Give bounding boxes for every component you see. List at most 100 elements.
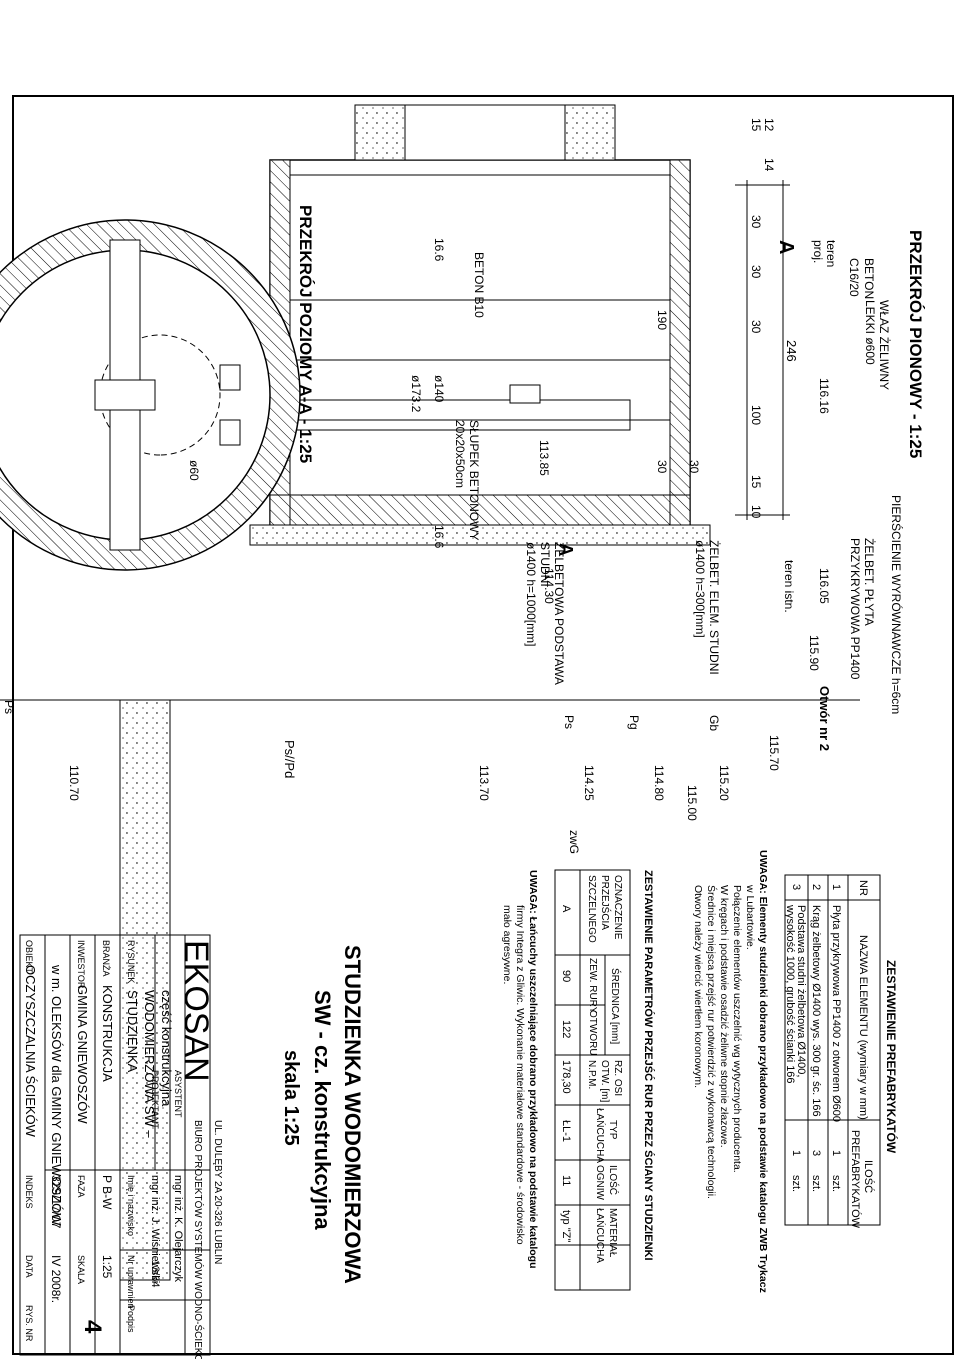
label-podstawa-c: ø1400 h=1000[mm] [524, 542, 538, 646]
prefab-r1-name: Płyta przykrywowa PP1400 z otworem Ø600 [830, 905, 842, 1122]
profile-zwg: zwG [567, 830, 581, 854]
dim-173: ø173.2 [409, 375, 423, 413]
section-marker-a2: A [775, 240, 797, 254]
tb-obiekt-l: OBIEKT [24, 940, 34, 974]
note1-line6: Otwory należy wiercić wiertłem koronowym… [692, 885, 704, 1088]
level-115-90: 115.90 [807, 635, 821, 671]
pass-h1c: SZCZELNEGO [586, 875, 597, 943]
title-block [19, 934, 211, 1356]
pass-h5a: ILOŚĆ [607, 1165, 620, 1195]
tb-ekosan: EKOSAN [177, 940, 215, 1082]
dim-16-6b: 16.6 [432, 525, 446, 549]
tb-branza-l: BRANŻA [101, 940, 111, 977]
dim-15a: 15 [749, 475, 763, 489]
pass-h6b: ŁAŃCUCHA [594, 1208, 607, 1263]
pass-r-90: 90 [560, 970, 572, 982]
tb-faza-l: FAZA [76, 1175, 86, 1198]
pass-table [554, 869, 631, 1291]
pass-h6a: MATERIAŁ [607, 1208, 618, 1258]
profile-gb: Gb [707, 715, 721, 731]
prefab-r3-unit: szt. [790, 1175, 802, 1192]
pass-h3c: N.P.M. [586, 1060, 597, 1089]
tb-inwestor-l: INWESTOR [76, 940, 86, 989]
label-podstawa: ŻELBETOWA PODSTAWA [552, 542, 566, 685]
pass-h4b: ŁAŃCUCHA [594, 1108, 607, 1163]
note2-line1: UWAGA: Łańcuchy uszczelniające dobrano p… [527, 870, 539, 1269]
label-pierscienie: PIERŚCIENIE WYRÓWNAWCZE h=6cm [889, 495, 904, 714]
dim-16-6a: 16.6 [432, 238, 446, 262]
level-116-05: 116.05 [817, 568, 831, 604]
tb-data-l: DATA [24, 1255, 34, 1278]
profile-pspd: Ps//Pd [282, 740, 297, 778]
tb-imie-l: Imię i nazwisko [126, 1175, 136, 1236]
dim-30a: 30 [749, 320, 763, 334]
prefab-r1-qty: 1 [830, 1150, 842, 1156]
pass-h4a: TYP [607, 1120, 618, 1140]
pass-r-ll: ŁL-1 [560, 1120, 572, 1142]
main-title-line1: STUDZIENKA WODOMIERZOWA [340, 945, 365, 1284]
dim-14: 14 [762, 158, 776, 172]
label-inner-190: 190 [655, 310, 669, 330]
prefab-r2-name: Krąg żelbetowy Ø1400 wys. 300 gr. śc. 16… [810, 905, 822, 1117]
prefab-h-qty: ILOŚĆ [862, 1160, 875, 1193]
prefab-r3-qty: 1 [790, 1150, 802, 1156]
tb-rysnr: 4 [79, 1320, 106, 1334]
label-plyta-b: PRZYKRYWOWA PP1400 [848, 538, 862, 680]
pass-h2a: ZEW. RURY [587, 958, 598, 1014]
label-30e: 30 [687, 460, 701, 474]
manhole-plan-section [0, 219, 301, 571]
prefab-r2-qty: 3 [810, 1150, 822, 1156]
pass-r-11: 11 [560, 1175, 572, 1186]
pass-r-178: 178,30 [560, 1060, 572, 1094]
soil-profile [0, 699, 860, 1281]
note1-line4: W kręgach i podstawie osadzić żeliwne st… [718, 885, 730, 1148]
label-wlaz-b: LEKKI ø600 [863, 300, 877, 365]
main-title-line2: SW - cz. konstrukcyjna [310, 990, 335, 1230]
label-slupek: SŁUPEK BETONOWY [467, 420, 481, 540]
pass-r-typ: typ "Z" [560, 1210, 572, 1242]
tb-skala-l: SKALA [76, 1255, 86, 1284]
tb-adres: UL. DULĘBY 2A 20-326 LUBLIN [212, 1120, 223, 1264]
concrete-base [249, 524, 711, 546]
prefab-table [784, 874, 881, 1226]
tb-rysunek-b: WODOMIERZOWA SW – [142, 990, 157, 1138]
dim-140: ø140 [432, 375, 446, 403]
profile-ps1: Ps [562, 715, 576, 729]
dim-15b: 15 [749, 118, 763, 132]
label-plyta: ŻELBET. PŁYTA [862, 538, 876, 626]
note1-line3: Połączenie elementów uszczelnić wg wytyc… [731, 885, 743, 1173]
prefab-r3-nr: 3 [790, 884, 802, 890]
horizontal-section-title: PRZEKRÓJ POZIOMY A-A - 1:25 [296, 205, 315, 463]
label-slupek-b: 20x20x50cm [453, 420, 467, 488]
tb-obiekt: OCZYSZCZALNIA ŚCIEKÓW [23, 965, 38, 1138]
note2-line2: firmy Integra z Gliwic. Wykonanie materi… [514, 905, 526, 1245]
tb-podpis-l: Podpis [126, 1305, 136, 1333]
tb-inwestor: GMINA GNIEWOSZÓW [75, 985, 90, 1124]
note1-line5: Średnice i miejsca przejść rur potwierdz… [705, 885, 718, 1199]
profile-ps2: Ps [2, 700, 16, 714]
prefab-r1-nr: 1 [830, 884, 842, 890]
level-115-70: 115.70 [767, 735, 781, 771]
tb-skala: 1:25 [100, 1255, 114, 1279]
prefab-r1-unit: szt. [830, 1175, 842, 1192]
prefab-r3-name-b: wysokość 1000, grubość ścianki 166 [784, 904, 796, 1084]
prefab-title: ZESTAWIENIE PREFABRYKATÓW [884, 960, 899, 1154]
dim-total: 246 [784, 340, 799, 362]
tb-upr: 13/64 [149, 1260, 161, 1288]
pass-r-a: A [560, 905, 572, 913]
pass-h3a: RZ. OSI [612, 1060, 623, 1096]
note1-line2: w Lubartowie. [744, 884, 756, 950]
tb-rysunek: STUDZIENKA [125, 990, 140, 1073]
label-30d: 30 [655, 460, 669, 474]
tb-faza: P B-W [100, 1175, 114, 1210]
tb-data: IV 2008r. [49, 1255, 63, 1303]
label-beton-c16: BETON [862, 258, 876, 299]
label-teren-proj: teren [824, 240, 838, 267]
profile-pg: Pg [627, 715, 641, 730]
dim-60: ø60 [187, 460, 201, 481]
dim-100: 100 [749, 405, 763, 425]
label-teren-istn: teren istn. [782, 560, 796, 613]
prefab-h-nr: NR [857, 880, 869, 896]
label-wlaz: WŁAZ ŻELIWNY [877, 300, 891, 390]
